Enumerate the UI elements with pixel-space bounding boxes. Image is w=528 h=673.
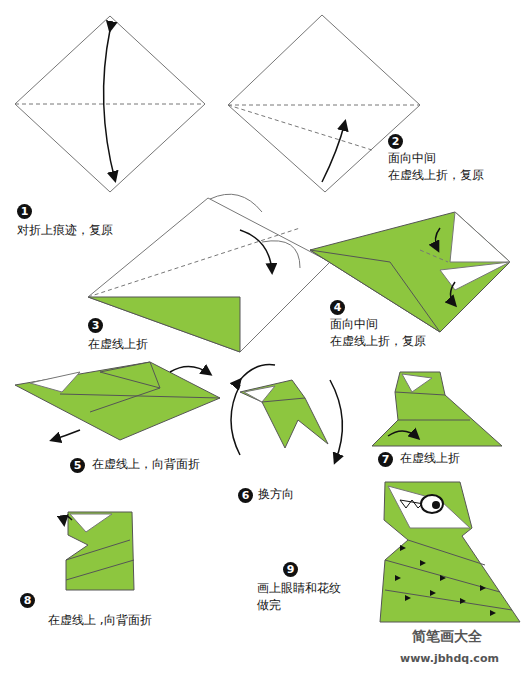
paper-kite <box>310 212 510 332</box>
paper-square <box>88 198 330 352</box>
flap-outline <box>210 194 262 212</box>
step-number-text: 2 <box>392 135 400 148</box>
white-flap <box>402 374 432 392</box>
folded-model <box>66 512 134 590</box>
fold-edge <box>385 560 500 592</box>
step-number: 2 <box>388 134 403 149</box>
paper-square <box>15 16 205 192</box>
step-number: 7 <box>378 452 393 467</box>
step-number: 5 <box>70 458 85 473</box>
step-number: 8 <box>20 593 35 608</box>
fold-edge <box>90 388 160 412</box>
step-instruction: 在虚线上 ,向背面折 <box>48 612 152 629</box>
dinosaur-mouth <box>388 486 470 528</box>
white-flap <box>30 372 80 392</box>
fold-edge <box>66 560 134 580</box>
folded-model <box>372 372 502 446</box>
step-instruction: 在虚线上折 <box>88 336 148 353</box>
fold-edge <box>395 392 445 395</box>
step-number-text: 9 <box>287 563 295 576</box>
white-flap <box>70 514 112 532</box>
fold-arrows <box>52 30 455 524</box>
dinosaur-eye <box>421 495 443 513</box>
fold-line <box>228 105 372 150</box>
fold-line <box>228 105 420 106</box>
white-flap <box>244 386 275 402</box>
fold-line <box>15 104 205 105</box>
step-instruction: 在虚线上折 <box>400 450 460 467</box>
watermark: www.jbhdq.com <box>400 650 499 667</box>
step-number-text: 4 <box>334 301 342 314</box>
folded-flap <box>100 362 160 388</box>
step-number-text: 5 <box>74 459 82 472</box>
spots <box>395 545 496 616</box>
step-instruction: 换方向 <box>258 486 294 503</box>
step-instruction: 对折上痕迹，复原 <box>17 222 113 239</box>
fold-edge <box>398 420 470 421</box>
dinosaur-model <box>380 482 520 622</box>
step-number-text: 8 <box>24 594 32 607</box>
folded-flap <box>88 297 240 352</box>
step-number-text: 1 <box>21 205 29 218</box>
step-instruction: 面向中间 在虚线上折，复原 <box>388 150 500 184</box>
step-number: 1 <box>17 204 32 219</box>
fold-edge <box>408 540 485 565</box>
folded-model <box>240 380 328 448</box>
fold-edge <box>385 590 512 610</box>
step-instruction: 画上眼睛和花纹 做完 <box>257 580 357 614</box>
fold-edge <box>66 540 130 560</box>
step-number: 4 <box>330 300 345 315</box>
folded-model <box>15 362 220 440</box>
fold-edge <box>262 398 305 402</box>
step-instruction: 在虚线上，向背面折 <box>92 456 200 473</box>
step-number-text: 3 <box>92 319 100 332</box>
fold-line <box>420 250 448 262</box>
step-number-text: 7 <box>382 453 390 466</box>
step-number: 9 <box>283 562 298 577</box>
white-flap <box>440 262 510 290</box>
paper-square <box>228 15 420 192</box>
step-number-text: 6 <box>242 489 250 502</box>
step-number: 3 <box>88 318 103 333</box>
white-flap <box>450 212 510 262</box>
step-number: 6 <box>238 488 253 503</box>
watermark: 简笔画大全 <box>412 628 482 645</box>
fold-line <box>88 228 300 297</box>
step-instruction: 面向中间 在虚线上折，复原 <box>330 316 442 350</box>
